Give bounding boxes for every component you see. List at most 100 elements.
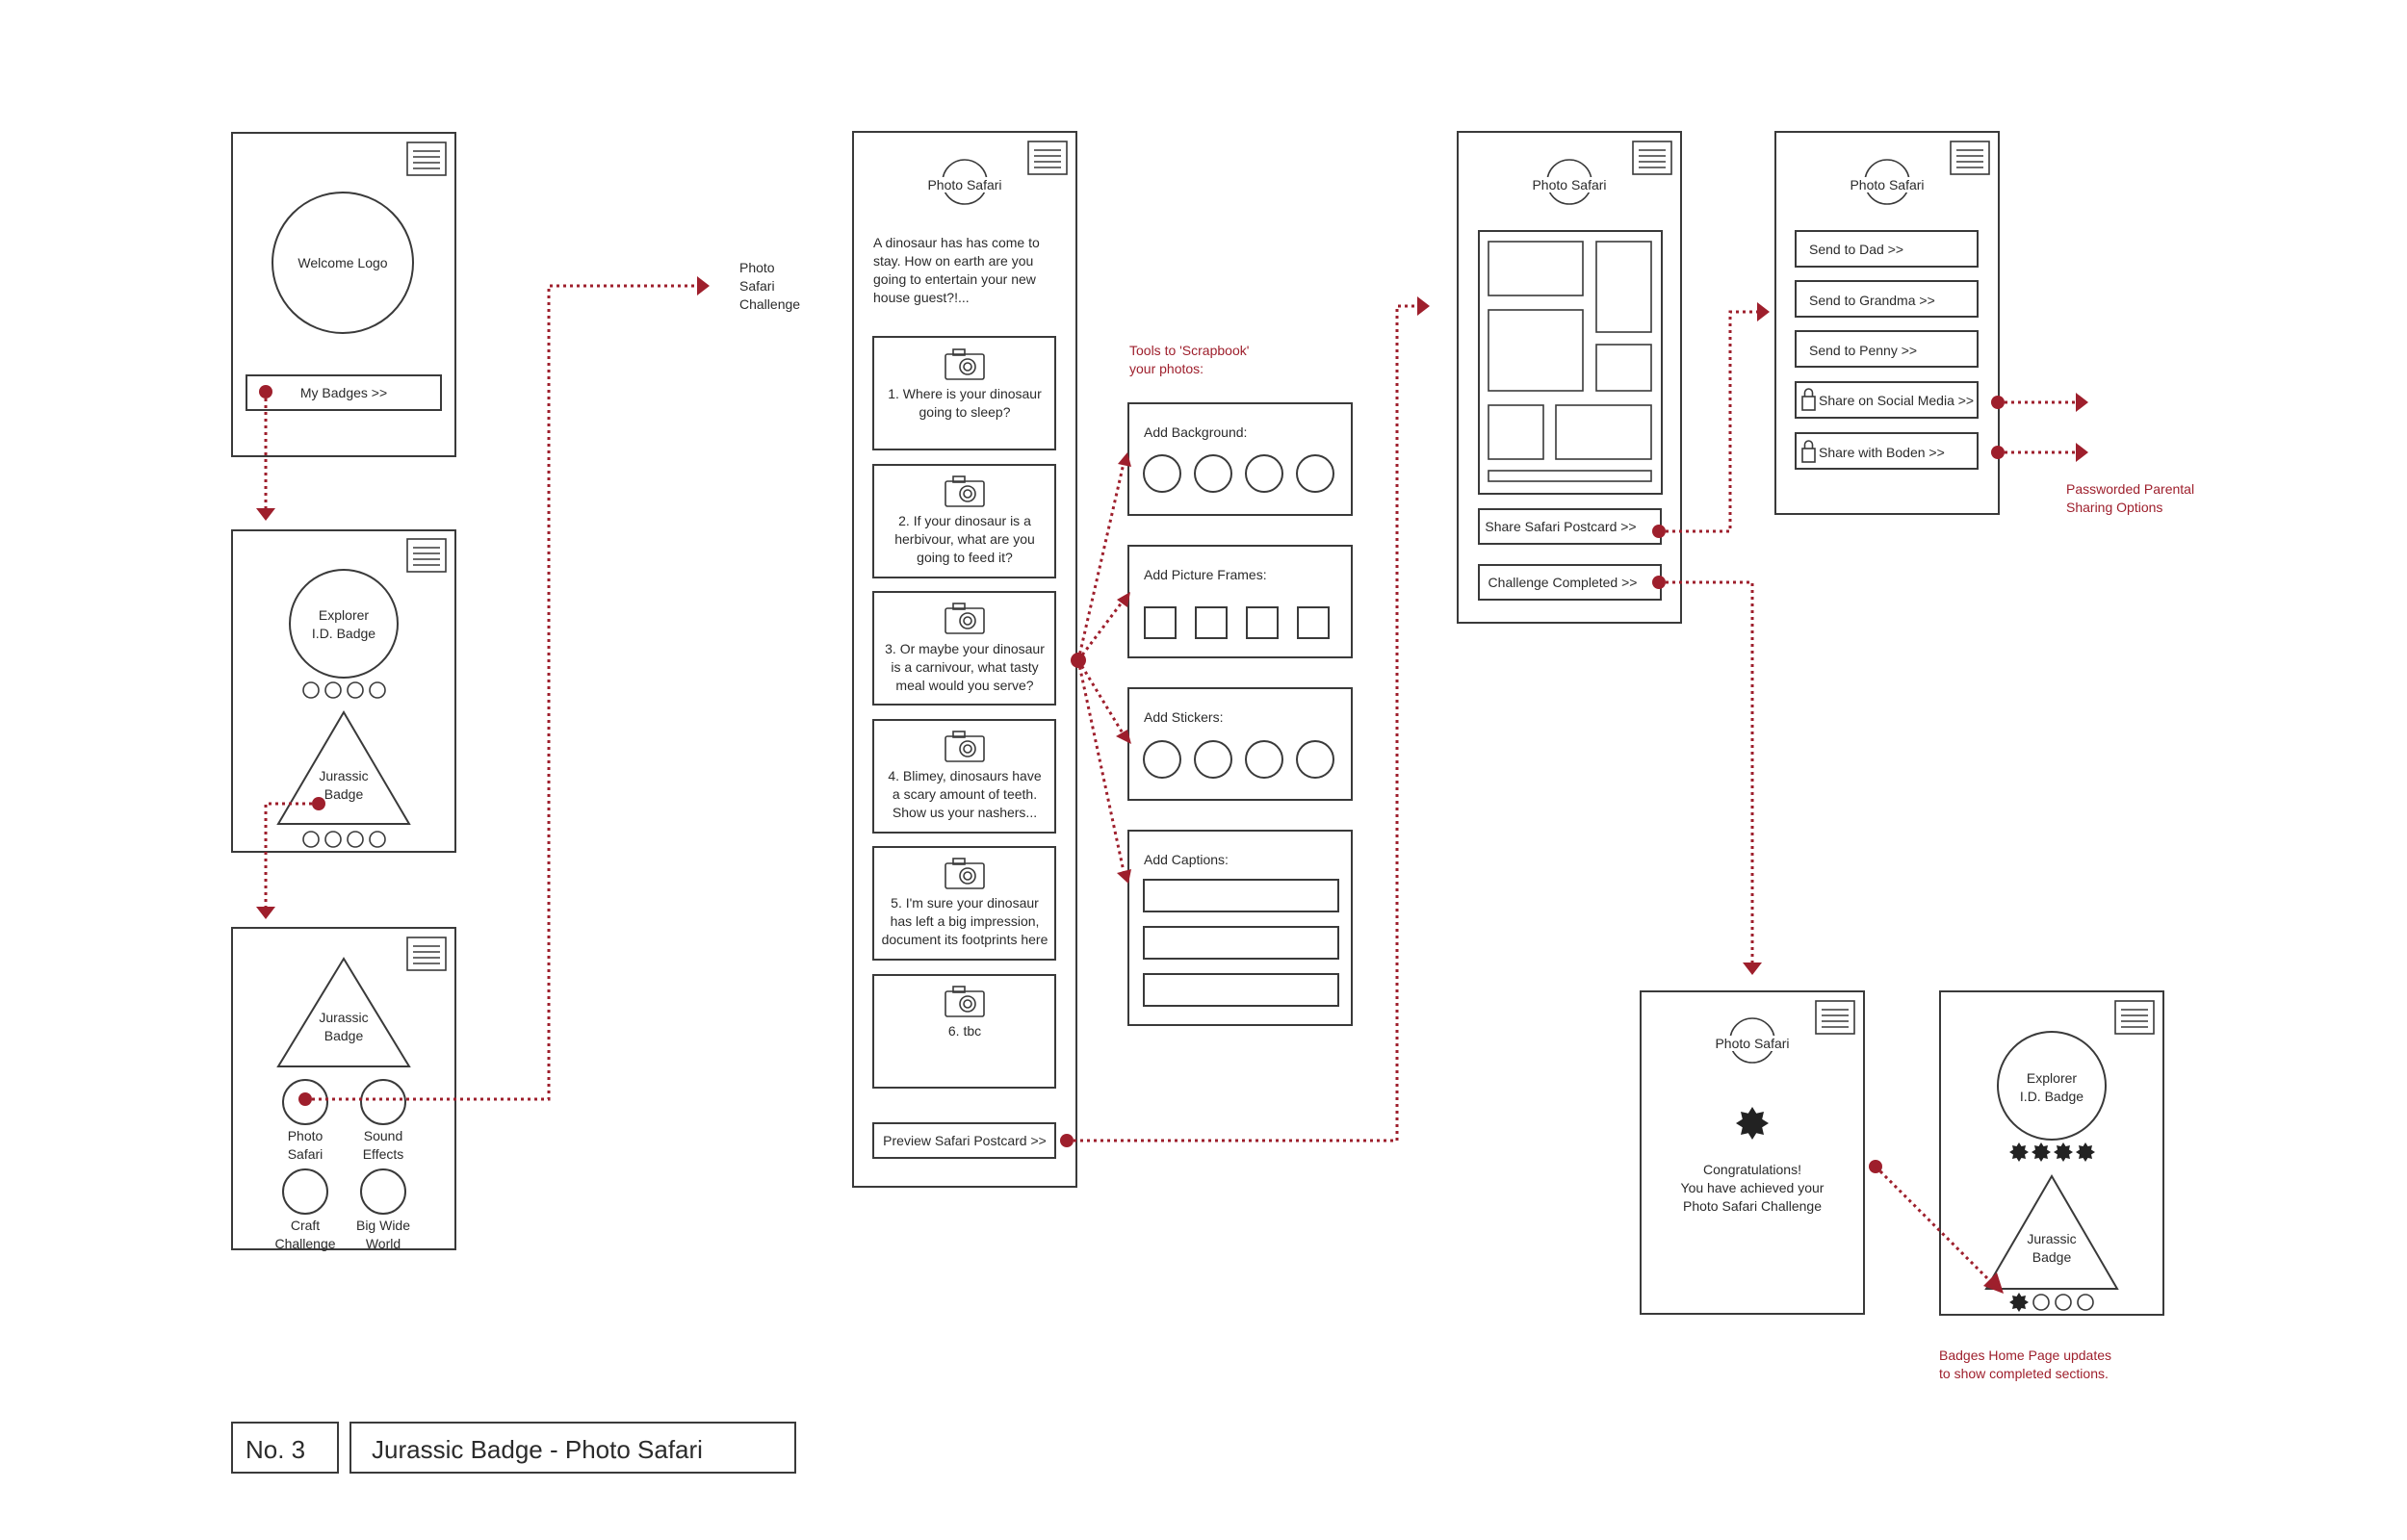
jurassic-progress-dots [302,831,386,848]
jurassic-options-screen: Jurassic Badge Photo Safari Sound Effect… [231,927,456,1251]
task-text: 4. Blimey, dinosaurs have [888,768,1041,783]
photo-slot [1595,344,1652,392]
camera-icon[interactable] [945,858,985,889]
jurassic-badge-line2: Badge [324,786,364,802]
send-penny-button[interactable] [1795,330,1979,368]
task-card[interactable] [872,591,1056,706]
intro-text: A dinosaur has has come to [873,235,1040,250]
frame-option[interactable] [1246,606,1279,639]
explorer-badge[interactable] [1997,1031,2107,1141]
panel-title: Add Picture Frames: [1144,567,1267,582]
task-card[interactable] [872,974,1056,1089]
send-grandma-button[interactable] [1795,280,1979,318]
caption-field[interactable] [1143,926,1339,960]
welcome-screen: Welcome Logo My Badges >> [231,132,456,457]
option-label: Sound [364,1128,402,1143]
challenge-label: Challenge [739,296,800,312]
caption-field[interactable] [1143,879,1339,912]
add-frames-panel: Add Picture Frames: [1127,545,1353,658]
congrats-message: Photo Safari Challenge [1683,1198,1822,1214]
camera-icon[interactable] [945,348,985,380]
craft-challenge-option[interactable] [282,1168,328,1215]
panel-title: Add Background: [1144,424,1247,440]
menu-icon[interactable] [1950,141,1990,175]
add-captions-panel: Add Captions: [1127,830,1353,1026]
preview-postcard-button[interactable] [872,1122,1056,1159]
task-card[interactable] [872,846,1056,961]
camera-icon[interactable] [945,731,985,762]
sticker-option[interactable] [1194,740,1232,779]
task-text: has left a big impression, [891,913,1040,929]
intro-text: going to entertain your new [873,271,1037,287]
menu-icon[interactable] [1027,141,1068,175]
sound-effects-option[interactable] [360,1079,406,1125]
star-badge-icon [1736,1107,1769,1140]
share-social-button[interactable] [1795,381,1979,419]
share-title: Photo Safari [1850,177,1924,192]
camera-icon[interactable] [945,475,985,507]
jurassic-badge-line1: Jurassic [319,1010,368,1025]
sticker-option[interactable] [1245,740,1283,779]
menu-icon[interactable] [2114,1000,2155,1035]
lock-icon [1801,388,1816,411]
my-badges-button[interactable] [246,374,442,411]
jurassic-badge-line2: Badge [324,1028,364,1043]
menu-icon[interactable] [1632,141,1672,175]
task-card[interactable] [872,336,1056,450]
jurassic-badge[interactable] [1984,1174,2119,1290]
jurassic-badge-line2: Badge [2032,1249,2072,1265]
frame-option[interactable] [1195,606,1228,639]
completed-star-icons [2009,1142,2095,1162]
explorer-progress-dots [302,681,386,699]
menu-icon[interactable] [406,538,447,573]
task-text: a scary amount of teeth. [893,786,1037,802]
frame-option[interactable] [1144,606,1177,639]
photo-safari-screen: Photo Safari A dinosaur has has come to … [852,131,1077,1188]
panel-title: Add Captions: [1144,852,1229,867]
task-card[interactable] [872,464,1056,578]
share-postcard-label: Share Safari Postcard >> [1485,519,1636,534]
share-screen: Photo Safari Send to Dad >> Send to Gran… [1774,131,2000,515]
task-text: 6. tbc [948,1023,981,1039]
background-option[interactable] [1194,454,1232,493]
menu-icon[interactable] [1815,1000,1855,1035]
tools-note: Tools to 'Scrapbook' [1129,343,1249,358]
share-boden-button[interactable] [1795,432,1979,470]
background-option[interactable] [1296,454,1334,493]
jurassic-badge[interactable] [276,710,411,825]
background-option[interactable] [1245,454,1283,493]
explorer-badge-line1: Explorer [319,607,369,623]
sticker-option[interactable] [1296,740,1334,779]
flow-connectors [256,276,2088,1294]
jurassic-badge-line1: Jurassic [2027,1231,2076,1246]
welcome-logo [272,192,414,334]
sticker-option[interactable] [1143,740,1181,779]
camera-icon[interactable] [945,603,985,634]
send-dad-button[interactable] [1795,230,1979,268]
badges-home-note: to show completed sections. [1939,1366,2109,1381]
postcard-title: Photo Safari [1532,177,1606,192]
congrats-screen: Photo Safari Congratulations! You have a… [1640,990,1865,1315]
task-text: 1. Where is your dinosaur [888,386,1042,401]
frame-option[interactable] [1297,606,1330,639]
photo-slot [1595,241,1652,333]
camera-icon[interactable] [945,986,985,1017]
caption-field[interactable] [1143,973,1339,1007]
menu-icon[interactable] [406,937,447,971]
task-text: going to feed it? [917,550,1013,565]
add-background-panel: Add Background: [1127,402,1353,516]
share-label: Send to Penny >> [1809,343,1917,358]
task-text: 2. If your dinosaur is a [898,513,1031,528]
background-option[interactable] [1143,454,1181,493]
big-wide-world-option[interactable] [360,1168,406,1215]
jurassic-badge [276,957,411,1067]
explorer-badge[interactable] [289,569,399,679]
menu-icon[interactable] [406,141,447,176]
photo-safari-option[interactable] [282,1079,328,1125]
badges-screen: Explorer I.D. Badge Jurassic Badge [231,529,456,853]
photo-slot [1488,404,1544,460]
lock-icon [1801,440,1816,463]
challenge-completed-label: Challenge Completed >> [1488,575,1638,590]
task-card[interactable] [872,719,1056,834]
panel-title: Add Stickers: [1144,709,1223,725]
